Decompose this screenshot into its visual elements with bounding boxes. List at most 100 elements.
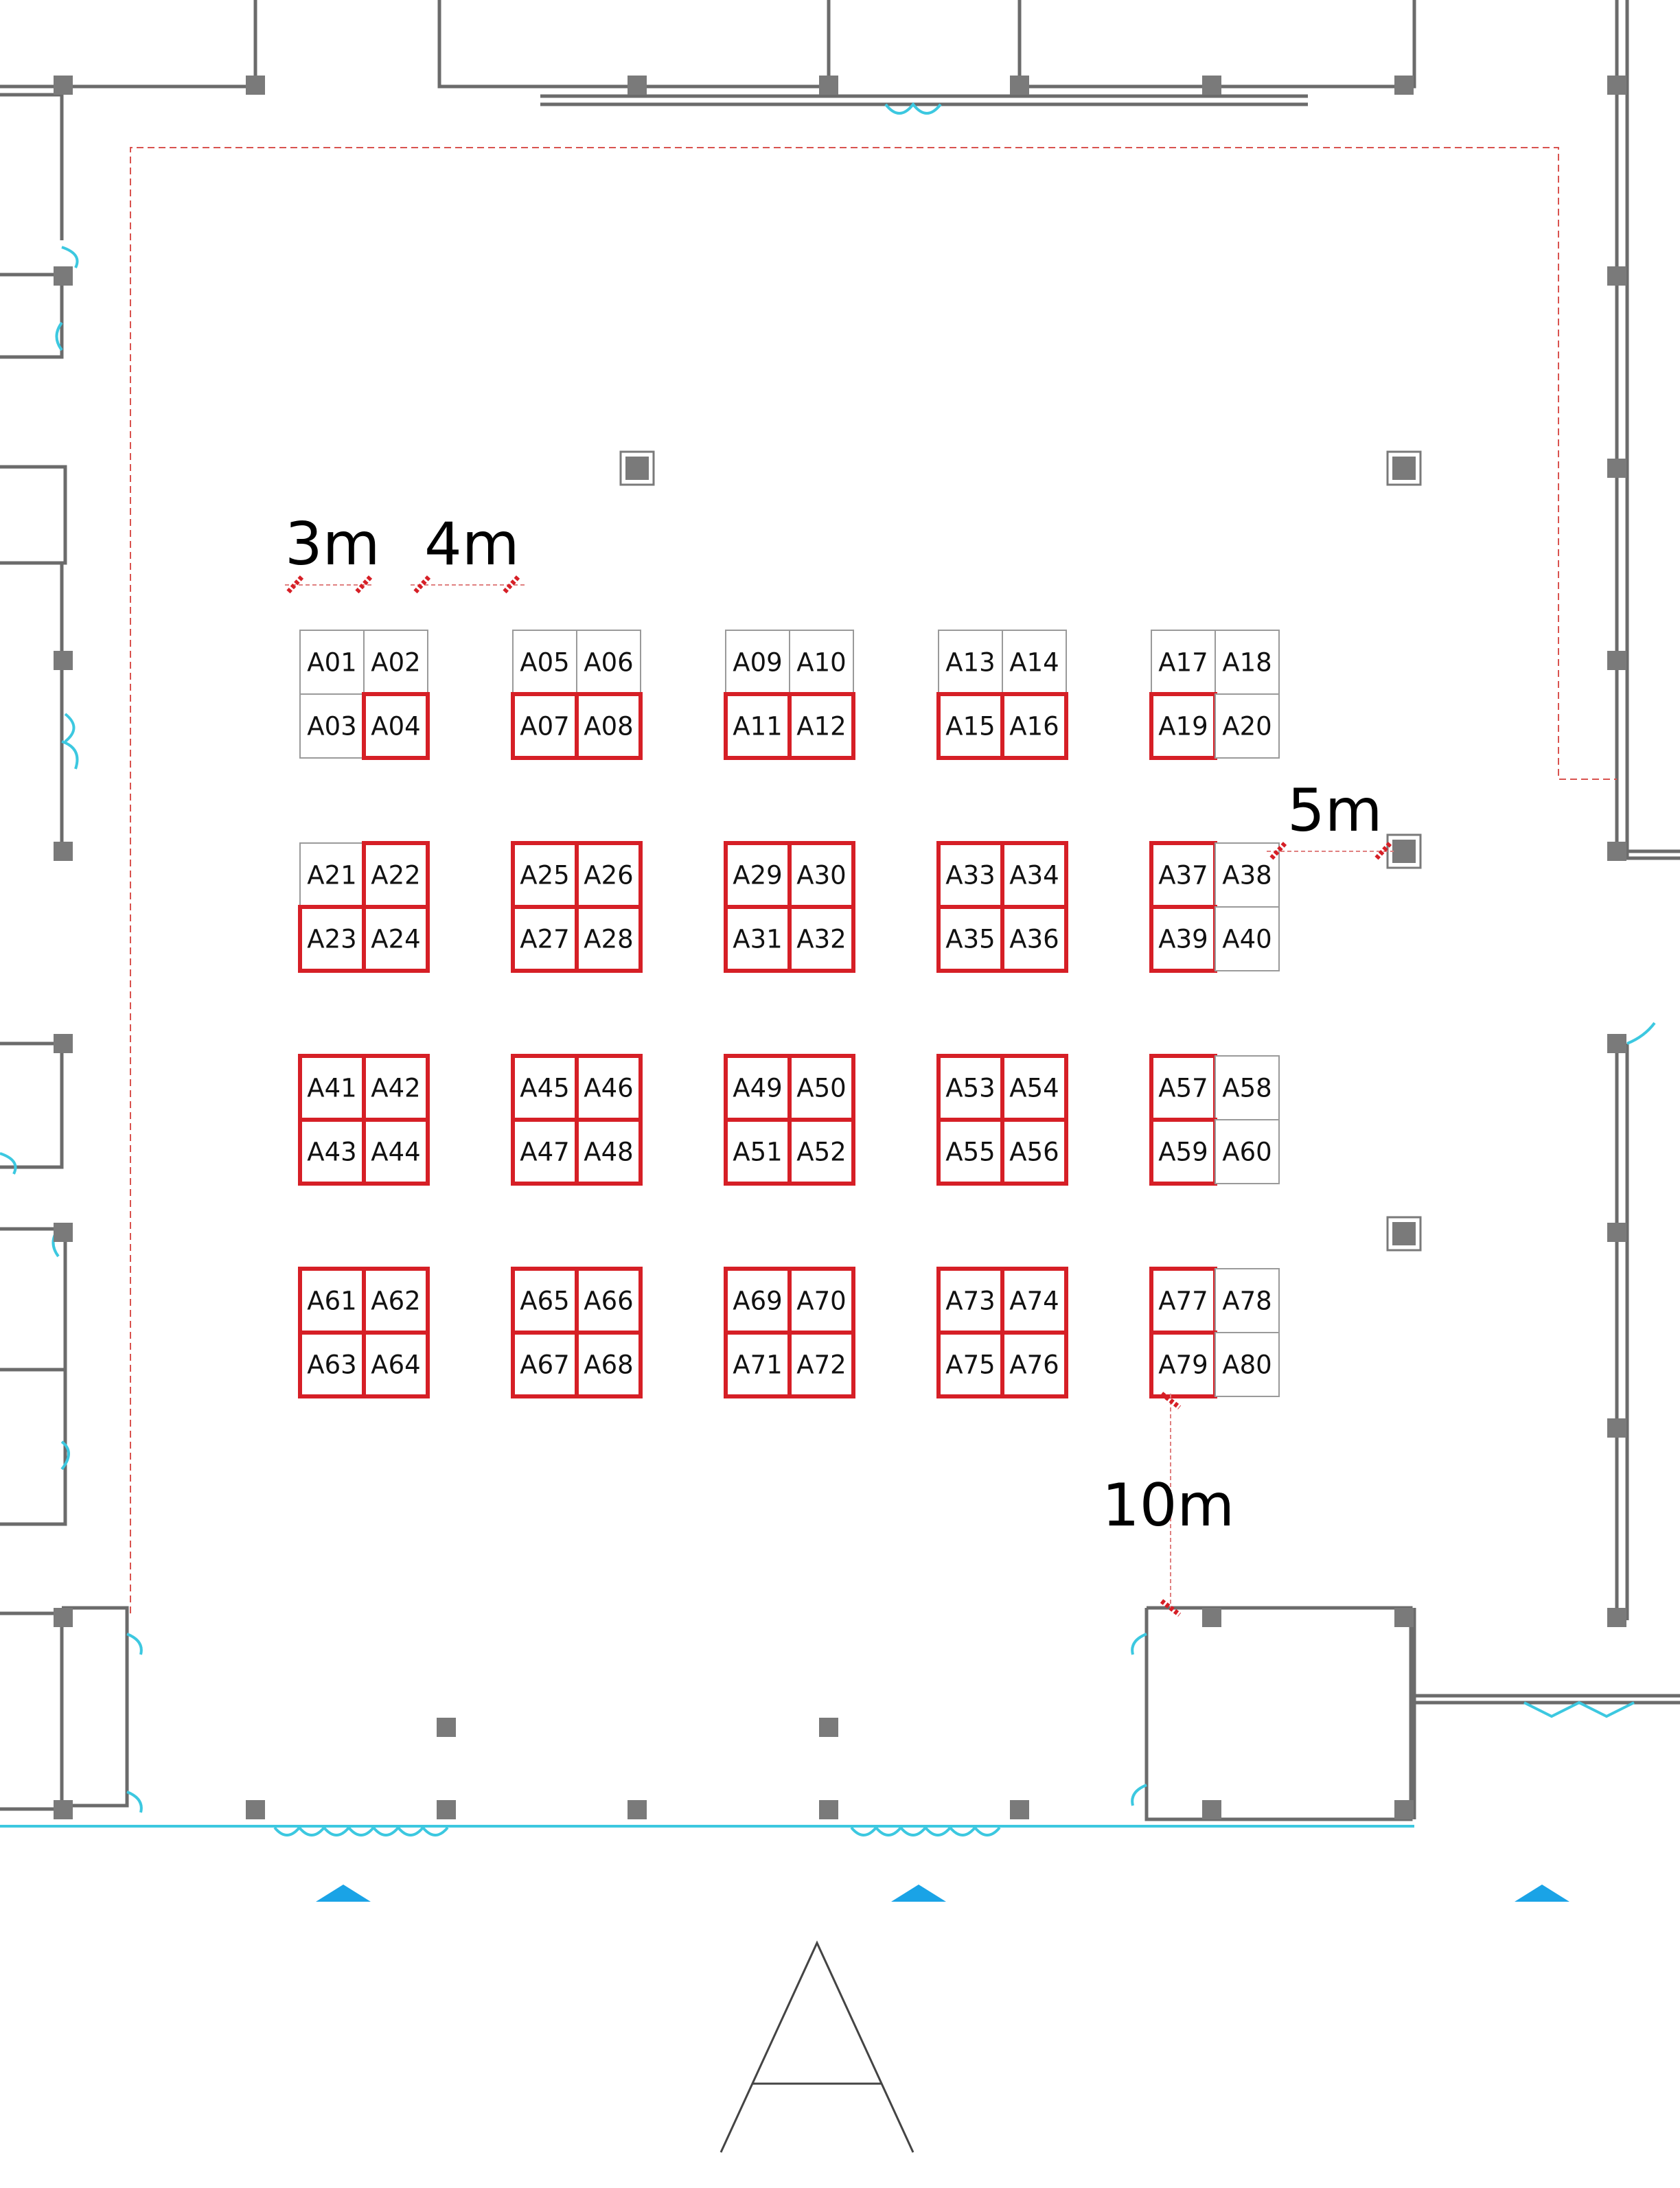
booth-a49[interactable]: A49 [724,1054,792,1122]
booth-cell[interactable] [938,630,1003,695]
booth-a14[interactable]: A14 [1002,630,1067,695]
booth-a09[interactable]: A09 [725,630,790,695]
booth-a07[interactable]: A07 [511,692,579,760]
booth-cell[interactable] [787,1331,855,1398]
booth-a67[interactable]: A67 [511,1331,579,1398]
booth-a33[interactable]: A33 [936,841,1004,909]
booth-cell[interactable] [1000,1118,1068,1186]
booth-a31[interactable]: A31 [724,905,792,973]
booth-a77[interactable]: A77 [1149,1267,1217,1335]
booth-a64[interactable]: A64 [362,1331,430,1398]
booth-a74[interactable]: A74 [1000,1267,1068,1335]
booth-a30[interactable]: A30 [787,841,855,909]
booth-a38[interactable]: A38 [1215,842,1280,908]
booth-a40[interactable]: A40 [1215,906,1280,971]
booth-cell[interactable] [299,693,365,759]
booth-a04[interactable]: A04 [362,692,430,760]
booth-a66[interactable]: A66 [575,1267,643,1335]
booth-a21[interactable]: A21 [299,842,365,908]
booth-cell[interactable] [936,841,1004,909]
booth-a29[interactable]: A29 [724,841,792,909]
booth-a46[interactable]: A46 [575,1054,643,1122]
booth-a11[interactable]: A11 [724,692,792,760]
booth-a01[interactable]: A01 [299,630,365,695]
booth-a53[interactable]: A53 [936,1054,1004,1122]
booth-a76[interactable]: A76 [1000,1331,1068,1398]
booth-cell[interactable] [936,692,1004,760]
booth-a06[interactable]: A06 [576,630,641,695]
booth-cell[interactable] [1215,906,1280,971]
booth-cell[interactable] [575,1054,643,1122]
booth-a27[interactable]: A27 [511,905,579,973]
booth-cell[interactable] [1215,1268,1280,1333]
booth-a05[interactable]: A05 [512,630,577,695]
booth-cell[interactable] [1149,692,1217,760]
booth-a42[interactable]: A42 [362,1054,430,1122]
booth-a12[interactable]: A12 [787,692,855,760]
booth-a65[interactable]: A65 [511,1267,579,1335]
booth-a50[interactable]: A50 [787,1054,855,1122]
booth-a36[interactable]: A36 [1000,905,1068,973]
booth-cell[interactable] [1000,1054,1068,1122]
booth-cell[interactable] [787,1054,855,1122]
booth-a45[interactable]: A45 [511,1054,579,1122]
booth-a37[interactable]: A37 [1149,841,1217,909]
booth-a59[interactable]: A59 [1149,1118,1217,1186]
booth-a02[interactable]: A02 [363,630,428,695]
booth-cell[interactable] [299,842,365,908]
booth-cell[interactable] [787,692,855,760]
booth-a61[interactable]: A61 [298,1267,366,1335]
booth-a58[interactable]: A58 [1215,1055,1280,1120]
booth-a51[interactable]: A51 [724,1118,792,1186]
booth-a28[interactable]: A28 [575,905,643,973]
booth-cell[interactable] [1149,841,1217,909]
booth-a54[interactable]: A54 [1000,1054,1068,1122]
booth-cell[interactable] [724,905,792,973]
booth-cell[interactable] [575,905,643,973]
booth-cell[interactable] [724,692,792,760]
booth-a25[interactable]: A25 [511,841,579,909]
booth-cell[interactable] [362,692,430,760]
booth-a32[interactable]: A32 [787,905,855,973]
booth-cell[interactable] [575,1331,643,1398]
booth-cell[interactable] [575,692,643,760]
booth-cell[interactable] [299,630,365,695]
booth-cell[interactable] [936,1054,1004,1122]
booth-a57[interactable]: A57 [1149,1054,1217,1122]
booth-a43[interactable]: A43 [298,1118,366,1186]
booth-a19[interactable]: A19 [1149,692,1217,760]
booth-cell[interactable] [1000,905,1068,973]
booth-a41[interactable]: A41 [298,1054,366,1122]
booth-a22[interactable]: A22 [362,841,430,909]
booth-a72[interactable]: A72 [787,1331,855,1398]
booth-cell[interactable] [789,630,854,695]
booth-a75[interactable]: A75 [936,1331,1004,1398]
booth-cell[interactable] [1215,1332,1280,1397]
booth-a15[interactable]: A15 [936,692,1004,760]
booth-cell[interactable] [363,630,428,695]
booth-a26[interactable]: A26 [575,841,643,909]
booth-cell[interactable] [362,1118,430,1186]
booth-a16[interactable]: A16 [1000,692,1068,760]
booth-a03[interactable]: A03 [299,693,365,759]
booth-cell[interactable] [724,841,792,909]
booth-a18[interactable]: A18 [1215,630,1280,695]
booth-a69[interactable]: A69 [724,1267,792,1335]
booth-cell[interactable] [724,1267,792,1335]
booth-a20[interactable]: A20 [1215,693,1280,759]
booth-cell[interactable] [298,1331,366,1398]
booth-cell[interactable] [575,841,643,909]
booth-a34[interactable]: A34 [1000,841,1068,909]
booth-a08[interactable]: A08 [575,692,643,760]
booth-a71[interactable]: A71 [724,1331,792,1398]
booth-a60[interactable]: A60 [1215,1119,1280,1184]
booth-a78[interactable]: A78 [1215,1268,1280,1333]
booth-a70[interactable]: A70 [787,1267,855,1335]
booth-cell[interactable] [1000,841,1068,909]
booth-cell[interactable] [575,1118,643,1186]
booth-a68[interactable]: A68 [575,1331,643,1398]
booth-cell[interactable] [936,1267,1004,1335]
booth-a48[interactable]: A48 [575,1118,643,1186]
booth-cell[interactable] [1000,1331,1068,1398]
booth-a79[interactable]: A79 [1149,1331,1217,1398]
